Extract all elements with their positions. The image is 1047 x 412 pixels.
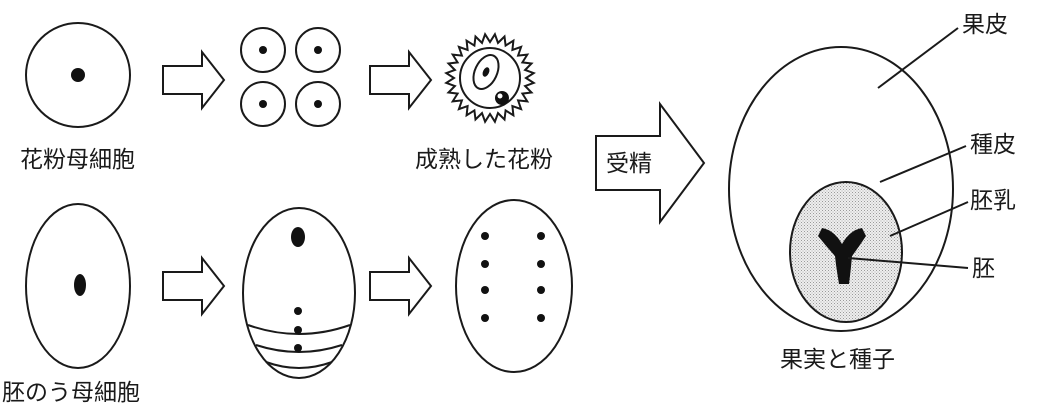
pollen-mother-cell [25, 22, 131, 128]
embryo-sac-eight-nuclei [455, 199, 573, 373]
process-arrow-2-icon [369, 49, 433, 111]
label-seed-coat: 種皮 [970, 132, 1016, 158]
process-arrow-3-icon [162, 255, 226, 317]
embryo-shape [818, 228, 866, 284]
leader-endosperm [889, 201, 969, 237]
label-fruit-and-seed: 果実と種子 [780, 347, 895, 373]
label-embryo-sac-mother-cell: 胚のう母細胞 [2, 380, 140, 406]
leader-seed-coat [879, 145, 967, 183]
label-mature-pollen: 成熟した花粉 [415, 147, 553, 173]
nucleus-dot [71, 68, 85, 82]
process-arrow-4-icon [369, 255, 433, 317]
process-arrow-1-icon [162, 49, 226, 111]
mature-pollen [444, 32, 536, 124]
embryo-sac-mother-cell [25, 203, 131, 369]
leader-embryo [847, 257, 969, 269]
leader-pericarp [877, 27, 959, 89]
label-endosperm: 胚乳 [970, 188, 1016, 214]
label-pollen-mother-cell: 花粉母細胞 [20, 147, 135, 173]
fertilization-arrow-icon [595, 100, 706, 226]
label-pericarp: 果皮 [962, 12, 1008, 38]
label-embryo: 胚 [972, 256, 995, 282]
embryo-sac-megaspores [242, 207, 356, 379]
pollen-tetrad [240, 27, 341, 127]
fruit-and-seed [728, 46, 954, 332]
label-fertilization: 受精 [606, 151, 652, 177]
